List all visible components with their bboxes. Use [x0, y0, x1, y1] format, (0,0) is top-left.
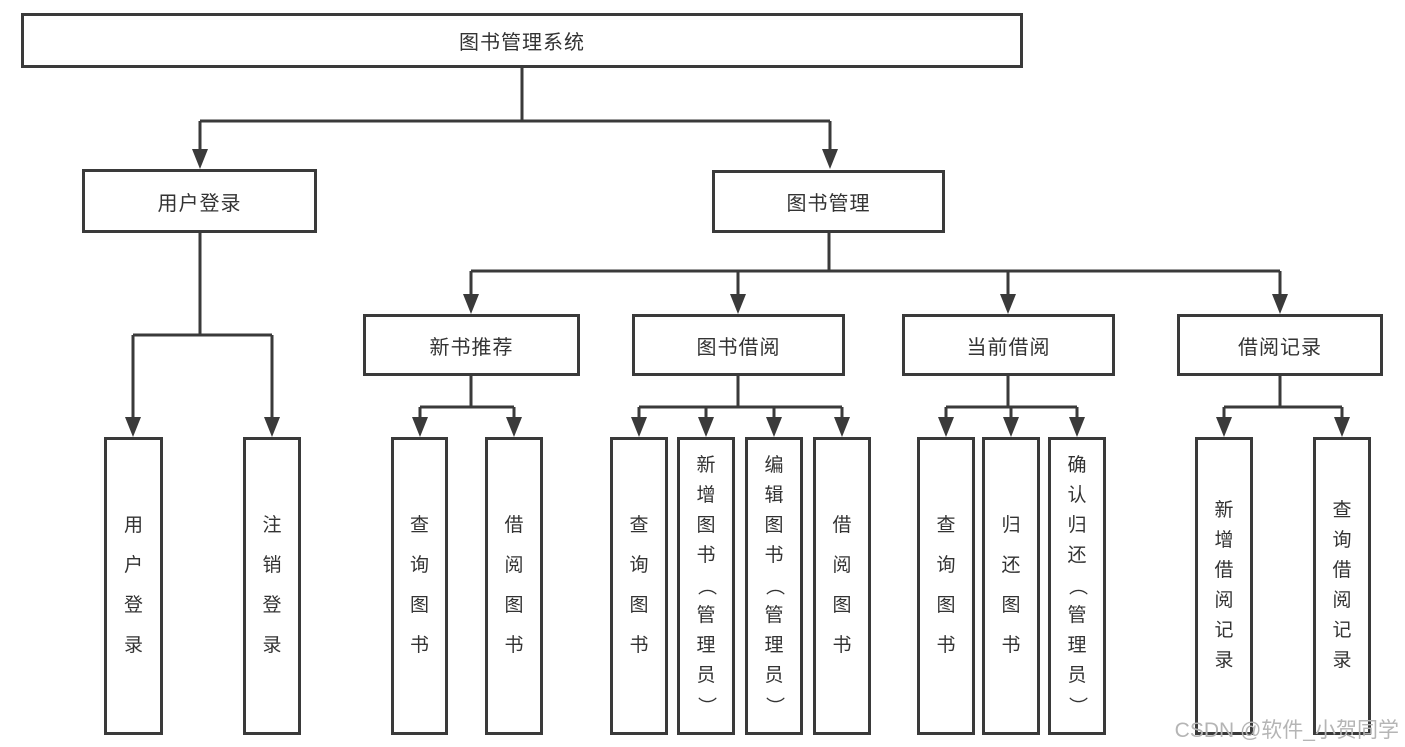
leaf-query-books-recommend: 查询图书	[391, 437, 448, 735]
node-label: 用户登录	[157, 192, 242, 215]
leaf-add-book-admin: 新增图书（管理员）	[677, 437, 735, 735]
leaf-edit-book-admin: 编辑图书（管理员）	[745, 437, 803, 735]
leaf-label: 新增借阅记录	[1214, 500, 1234, 671]
leaf-borrow-books-borrowing: 借阅图书	[813, 437, 871, 735]
node-book-management: 图书管理	[712, 170, 945, 233]
node-borrowing-records: 借阅记录	[1177, 314, 1383, 376]
node-label: 图书借阅	[696, 336, 781, 359]
node-label: 图书管理	[786, 193, 871, 215]
leaf-query-books-borrowing: 查询图书	[610, 437, 668, 735]
node-user-login: 用户登录	[82, 169, 317, 233]
leaf-add-borrow-record: 新增借阅记录	[1195, 437, 1253, 735]
leaf-confirm-return-admin: 确认归还（管理员）	[1048, 437, 1106, 735]
leaf-query-borrow-record: 查询借阅记录	[1313, 437, 1371, 735]
leaf-label: 查询图书	[409, 515, 429, 656]
leaf-label: 归还图书	[1001, 515, 1021, 656]
leaf-return-books: 归还图书	[982, 437, 1040, 735]
leaf-label: 注销登录	[262, 515, 282, 656]
csdn-watermark: CSDN @软件_小贺同学	[1174, 719, 1399, 742]
leaf-label: 用户登录	[123, 515, 143, 656]
leaf-label: 查询图书	[629, 515, 649, 656]
leaf-label: 查询借阅记录	[1332, 500, 1352, 671]
leaf-label: 确认归还（管理员）	[1066, 455, 1088, 716]
node-system-root: 图书管理系统	[21, 13, 1023, 68]
leaf-user-login: 用户登录	[104, 437, 163, 735]
leaf-label: 编辑图书（管理员）	[763, 455, 785, 716]
leaf-label: 借阅图书	[504, 515, 524, 656]
leaf-query-books-current: 查询图书	[917, 437, 975, 735]
tree-edges	[131, 68, 1344, 423]
node-label: 图书管理系统	[459, 32, 585, 54]
leaf-label: 查询图书	[936, 515, 956, 656]
leaf-logout: 注销登录	[243, 437, 301, 735]
node-label: 当前借阅	[966, 336, 1051, 359]
node-new-book-recommendation: 新书推荐	[363, 314, 580, 376]
node-book-borrowing: 图书借阅	[632, 314, 845, 376]
node-current-borrowing: 当前借阅	[902, 314, 1115, 376]
leaf-borrow-books-recommend: 借阅图书	[485, 437, 543, 735]
leaf-label: 新增图书（管理员）	[695, 455, 717, 716]
node-label: 借阅记录	[1238, 336, 1322, 359]
leaf-label: 借阅图书	[832, 515, 852, 656]
node-label: 新书推荐	[429, 336, 514, 359]
